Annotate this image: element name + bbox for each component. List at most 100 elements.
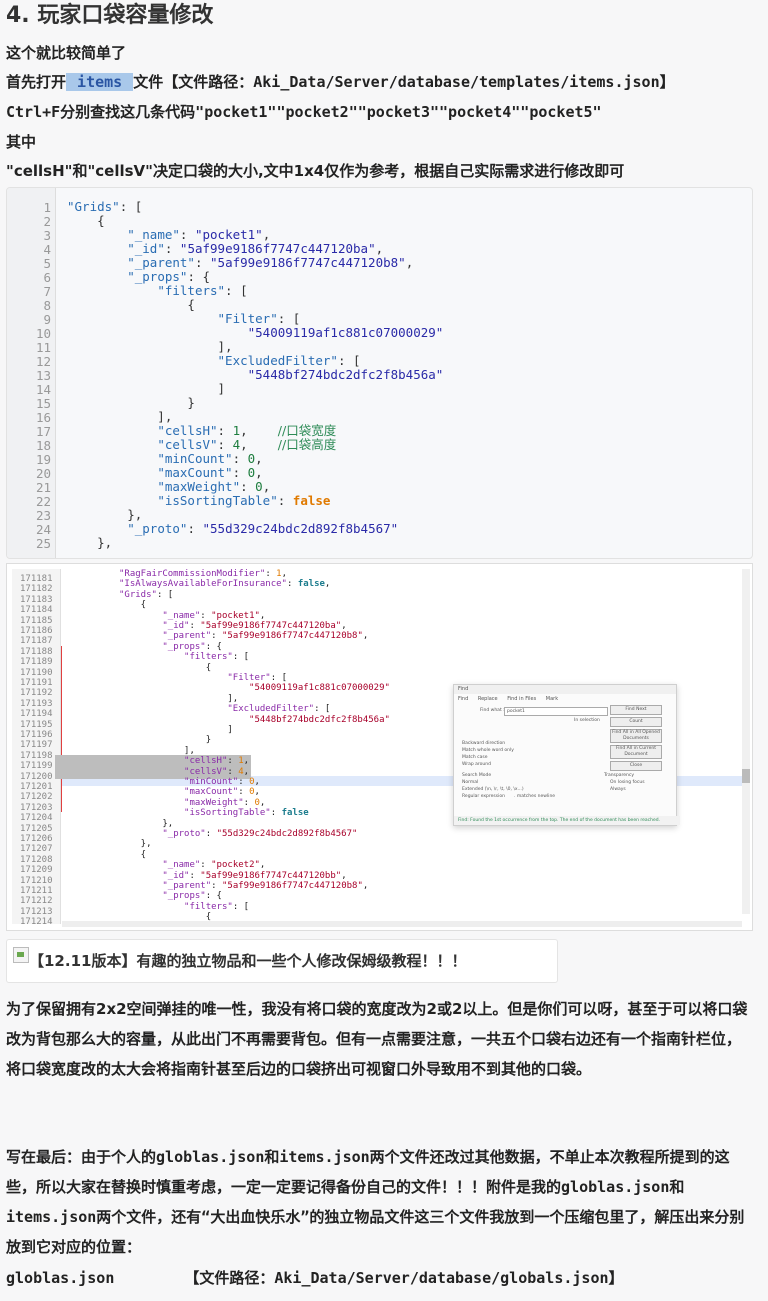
editor-line-number: 171198 [20,750,53,761]
dialog-titlebar: Find [454,685,676,694]
line-number: 2 [43,214,51,229]
editor-line-number: 171187 [20,636,53,647]
code-line-4: "_id": "5af99e9186f7747c447120ba", [127,241,384,256]
editor-line-number: 171207 [20,844,53,855]
dialog-tabs: Find Replace Find in Files Mark [458,696,566,702]
line-number: 21 [35,480,51,495]
cells-note: "cellsH"和"cellsV"决定口袋的大小,文中1x4仅作为参考，根据自己… [6,162,625,180]
editor-line-number: 171186 [20,626,53,636]
find-all-current-button[interactable]: Find All in Current Document [610,745,662,759]
editor-line-number: 171188 [20,646,53,657]
section-heading: 4. 玩家口袋容量修改 [6,3,214,28]
editor-line-number: 171209 [20,865,53,876]
code-line-15: } [67,395,195,410]
editor-code-line: "5448bf274bdc2dfc2f8b456a" [249,714,390,725]
editor-code-line: ], [119,745,195,756]
code-line-17: "cellsH": 1, //口袋宽度 [157,423,337,438]
find-dialog: Find Find Replace Find in Files Mark Fin… [453,684,680,826]
code-line-19: "minCount": 0, [157,451,263,466]
editor-line-number: 171202 [20,792,53,803]
line-number: 17 [35,424,51,439]
editor-line-number: 171214 [20,917,53,928]
editor-code-line: "_proto": "55d329c24bdc2d892f8b4567" [162,829,358,839]
transparency-label[interactable]: Transparency [604,773,635,778]
opt-match-case[interactable]: Match case [462,755,488,760]
line-number: 22 [35,494,51,509]
paragraph-pocket-width: 为了保留拥有2x2空间弹挂的唯一性，我没有将口袋的宽度改为2或2以上。但是你们可… [6,1000,748,1078]
editor-code-line: { [119,600,147,611]
code-line-25: }, [67,535,113,550]
editor-code-line: "_id": "5af99e9186f7747c447120bb", [162,870,347,881]
editor-code-line: "_parent": "5af99e9186f7747c447120b8", [162,881,369,891]
code-line-22: "isSortingTable": false [157,493,331,508]
find-next-button[interactable]: Find Next [610,705,662,715]
editor-line-number: 171194 [20,709,53,720]
editor-line-number: 171206 [20,834,53,844]
vertical-scrollbar[interactable] [742,569,750,914]
editor-code-line: "minCount": 0, [184,777,260,787]
editor-line-number: 171210 [20,875,53,886]
editor-code-line: }, [119,818,174,829]
tab-mark[interactable]: Mark [545,696,559,702]
line-number: 19 [35,452,51,467]
find-what-input[interactable]: pocket1 [504,707,608,716]
code-line-10: "54009119af1c881c07000029" [247,325,444,340]
mode-normal[interactable]: Normal [462,780,479,785]
code-line-3: "_name": "pocket1", [127,227,271,242]
editor-code-line: "cellsV": 4, [184,766,250,777]
open-file-line: 首先打开 items 文件【文件路径：Aki_Data/Server/datab… [6,71,675,93]
line-number: 14 [35,382,51,397]
editor-code-line: "_props": { [162,641,222,652]
tab-find[interactable]: Find [458,696,469,702]
line-number: 7 [43,284,51,299]
editor-code-line: "IsAlwaysAvailableForInsurance": false, [119,579,331,590]
broken-image-icon [13,947,29,963]
trans-on-losing-focus[interactable]: On losing focus [610,780,645,785]
scroll-thumb[interactable] [742,769,750,783]
intro-text: 这个就比较简单了 [6,44,127,62]
mode-regex[interactable]: Regular expression [462,794,505,799]
code-line-7: "filters": [ [157,283,248,298]
editor-line-number: 171211 [20,886,53,896]
opt-backward[interactable]: Backward direction [462,741,506,746]
trans-always[interactable]: Always [610,787,626,792]
editor-code-line: "_id": "5af99e9186f7747c447120ba", [162,621,347,631]
code-line-2: { [67,213,105,228]
editor-line-number: 171200 [20,771,53,782]
mode-extended[interactable]: Extended (\n, \r, \t, \0, \x...) [462,787,524,792]
close-button[interactable]: Close [610,761,662,771]
editor-code-line: ] [119,725,233,735]
line-number: 23 [35,508,51,523]
in-selection-checkbox[interactable]: In selection [574,718,600,723]
editor-line-number: 171183 [20,594,53,605]
open-prefix: 首先打开 [6,73,67,91]
code-line-1: "Grids": [ [67,199,143,214]
line-number: 10 [35,326,51,341]
opt-whole-word[interactable]: Match whole word only [462,748,514,753]
editor-code-line: "_name": "pocket2", [162,860,266,871]
editor-line-number: 171195 [20,719,53,730]
line-number: 24 [35,522,51,537]
editor-code-line: "_parent": "5af99e9186f7747c447120b8", [162,631,369,642]
horizontal-scrollbar[interactable] [62,921,742,927]
paragraph-final: 写在最后：由于个人的globlas.json和items.json两个文件还改过… [6,1148,745,1256]
line-number: 13 [35,368,51,383]
link-card-title[interactable]: 【12.11版本】有趣的独立物品和一些个人修改保姆级教程！！！ [29,952,467,970]
code-line-11: ], [67,339,233,354]
editor-code-line: "_props": { [162,891,222,902]
tab-replace[interactable]: Replace [477,696,498,702]
opt-wrap-around[interactable]: Wrap around [462,762,491,767]
link-card[interactable]: 【12.11版本】有趣的独立物品和一些个人修改保姆级教程！！！ [6,939,558,983]
matches-newline[interactable]: . matches newline [514,794,556,799]
find-all-opened-button[interactable]: Find All in All Opened Documents [610,729,662,743]
line-number: 9 [43,312,51,327]
count-button[interactable]: Count [610,717,662,727]
editor-line-number: 171182 [20,584,53,595]
editor-line-number: 171192 [20,688,53,699]
tab-find-in-files[interactable]: Find in Files [507,696,537,702]
line-number: 12 [35,354,51,369]
editor-line-number: 171189 [20,657,53,668]
